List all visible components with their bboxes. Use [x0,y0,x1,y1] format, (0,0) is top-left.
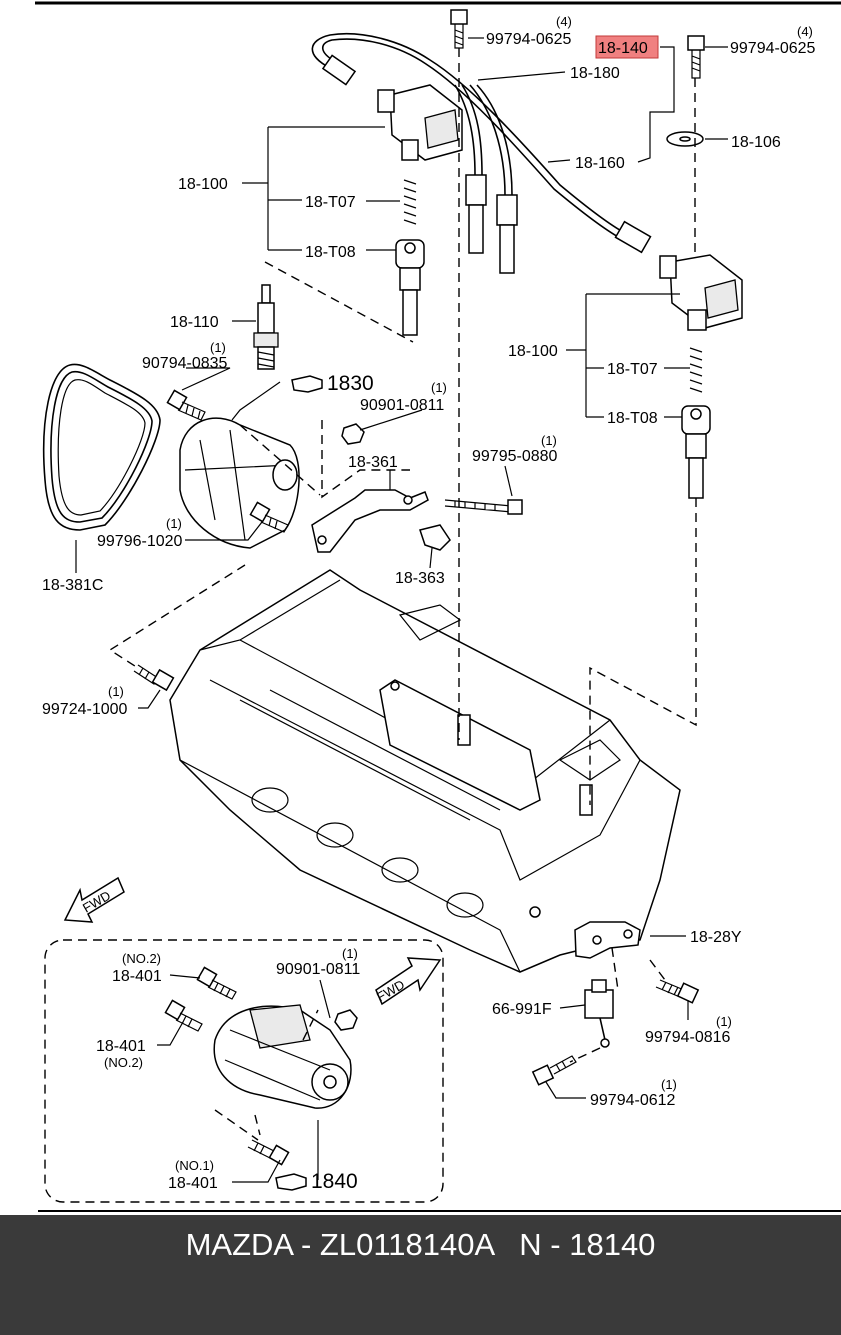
part-labels: (4) 99794-0625 18-140 (4) 99794-0625 18-… [42,14,816,1193]
label-18-T07-right: 18-T07 [607,361,658,378]
nut-90901-0811-inset [334,1009,358,1031]
label-18-180: 18-180 [570,65,620,82]
label-18-361: 18-361 [348,454,398,471]
label-qty-1c: (1) [541,433,557,448]
bracket-18-28Y [574,921,641,959]
pointer-hand-icon-1830 [291,375,323,393]
ignition-lead-assembly [311,32,652,274]
footer-bar [0,1215,841,1335]
footer-title: MAZDA - ZL0118140A N - 18140 [185,1227,656,1262]
bolt-99724-1000 [133,664,175,692]
label-90901-0811: 90901-0811 [360,397,444,414]
bolt-99794-0625-right [687,35,705,79]
alternator-1830 [166,389,300,549]
bolt-99794-0612 [531,1055,577,1086]
bolt-99794-0625-left [450,9,468,49]
label-18-100-left: 18-100 [178,176,228,193]
label-18-T08-right: 18-T08 [607,410,658,427]
bolt-18-401-middle [164,999,203,1032]
label-qty-1b: (1) [431,380,447,395]
parts-diagram: FWD FWD [35,1,841,1212]
nut-90901-0811 [341,423,365,445]
label-18-110: 18-110 [170,314,219,331]
label-18-T07-left: 18-T07 [305,194,356,211]
label-99794-0612: 99794-0612 [590,1092,676,1109]
cylinder-head [169,569,681,973]
label-qty-1a: (1) [210,340,226,355]
bolt-99795-0880 [444,499,523,515]
starter-inset-frame [44,939,444,1203]
label-99794-0816: 99794-0816 [645,1029,731,1046]
label-18-100-right: 18-100 [508,343,558,360]
bolt-99794-0816 [655,979,700,1004]
label-99794-0625-right: 99794-0625 [730,40,816,57]
dashed-guide-lines [108,48,697,1141]
highlight-18-140 [595,35,659,59]
label-qty-1d: (1) [166,516,182,531]
sensor-66-991F [584,979,614,1048]
label-90901-0811-inset: 90901-0811 [276,961,360,978]
label-18-106: 18-106 [731,134,781,151]
label-18-401-no1-note: (NO.1) [175,1158,214,1173]
washer-18-106 [666,131,704,147]
ignition-coil-right [659,254,743,499]
label-qty-4b: (4) [797,24,813,39]
label-18-160: 18-160 [575,155,625,172]
label-18-401-no2-note-middle: (NO.2) [104,1055,143,1070]
fwd-arrow-inset: FWD [374,957,442,1006]
label-18-401-lower: 18-401 [168,1175,218,1192]
label-18-363: 18-363 [395,570,445,587]
label-99796-1020: 99796-1020 [97,533,183,550]
label-qty-1g: (1) [716,1014,732,1029]
label-qty-1f: (1) [342,946,358,961]
label-18-140: 18-140 [598,40,648,57]
label-18-381C: 18-381C [42,577,103,594]
drive-belt-18-381C [42,363,161,531]
label-1830: 1830 [327,372,374,395]
label-qty-1e: (1) [108,684,124,699]
label-18-401-upper: 18-401 [112,968,162,985]
label-1840: 1840 [311,1170,358,1193]
label-18-T08-left: 18-T08 [305,244,356,261]
label-qty-1h: (1) [661,1077,677,1092]
label-18-401-middle: 18-401 [96,1038,146,1055]
label-qty-4a: (4) [556,14,572,29]
label-99795-0880: 99795-0880 [472,448,558,465]
label-99724-1000: 99724-1000 [42,701,128,718]
ignition-coil-left [377,84,463,336]
label-18-28Y: 18-28Y [690,929,742,946]
spark-plug-18-110 [253,284,279,370]
label-18-401-no2-note-upper: (NO.2) [122,951,161,966]
clamp-18-363 [419,524,451,551]
fwd-arrow-main: FWD [63,876,125,923]
label-66-991F: 66-991F [492,1001,552,1018]
label-99794-0625-left: 99794-0625 [486,31,572,48]
label-90794-0835: 90794-0835 [142,355,228,372]
starter-1840 [213,1004,352,1109]
leader-lines [75,37,728,1183]
bolt-18-401-upper [196,966,237,1000]
bolt-18-401-lower [247,1139,290,1166]
bracket-18-361 [311,489,429,553]
pointer-hand-icon-1840 [275,1173,307,1191]
